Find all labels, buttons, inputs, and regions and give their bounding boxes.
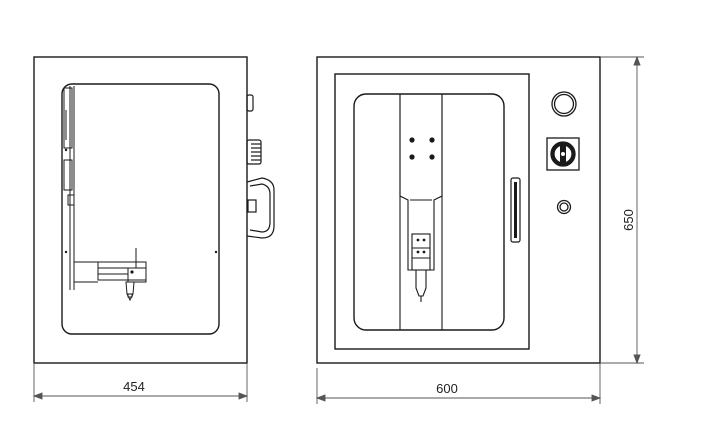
- front-nozzle: [415, 269, 427, 297]
- front-bolts: [409, 137, 435, 254]
- side-view: [33, 56, 275, 364]
- front-window: [353, 93, 505, 331]
- side-cabinet-outline: [33, 56, 248, 364]
- front-door-frame: [334, 73, 530, 350]
- round-button-icon: [551, 91, 577, 117]
- dimension-lines: [32, 55, 644, 404]
- front-door-handle: [510, 177, 521, 243]
- side-gantry: [63, 86, 147, 302]
- side-window: [61, 83, 220, 335]
- height-label: 650: [621, 209, 636, 231]
- rotary-switch-icon: [546, 137, 580, 171]
- front-view: [316, 56, 601, 364]
- front-cabinet-outline: [316, 56, 601, 364]
- front-gantry: [399, 93, 443, 330]
- side-handle: [246, 94, 275, 239]
- side-tool-head: [97, 261, 147, 281]
- front-width-label: 600: [436, 381, 458, 396]
- side-screws: [64, 148, 218, 274]
- indicator-light-icon: [556, 199, 572, 215]
- side-width-label: 454: [123, 379, 145, 394]
